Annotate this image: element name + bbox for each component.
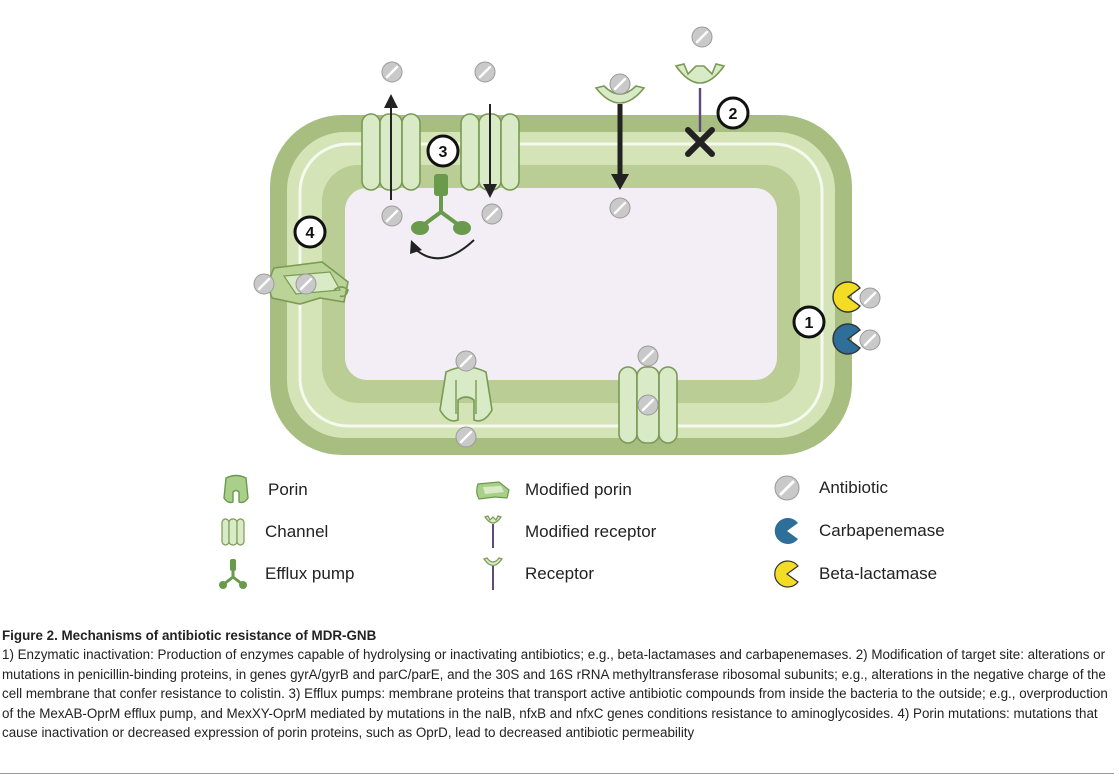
antibiotic-2 [473, 60, 497, 84]
caption-body: 1) Enzymatic inactivation: Production of… [2, 647, 1108, 741]
legend-modified-porin-label: Modified porin [525, 480, 632, 499]
legend-channel: Channel [215, 514, 328, 550]
legend: Porin Channel Efflux pump Modified porin [0, 470, 1119, 620]
carbapenemase-icon [774, 518, 798, 544]
antibiotic-13 [636, 393, 660, 417]
antibiotic-4 [480, 202, 504, 226]
bacterial-cell [270, 115, 852, 455]
antibiotic-8 [252, 272, 276, 296]
antibiotic-15 [858, 328, 882, 352]
caption-title: Figure 2. Mechanisms of antibiotic resis… [2, 628, 377, 643]
carbapenemase-enzyme [832, 323, 861, 355]
receptor-icon [483, 557, 503, 590]
antibiotic-6 [608, 196, 632, 220]
cytoplasm [345, 188, 777, 380]
beta-lactamase-icon [774, 560, 799, 588]
efflux-pump [410, 174, 475, 260]
modified-receptor-icon [484, 515, 502, 548]
legend-beta-lactamase: Beta-lactamase [769, 556, 937, 592]
legend-beta-lactamase-label: Beta-lactamase [819, 564, 938, 583]
antibiotic-9 [294, 272, 318, 296]
legend-porin-label: Porin [268, 480, 308, 499]
marker-1: 1 [792, 305, 826, 339]
porin [439, 366, 493, 422]
legend-modified-receptor: Modified receptor [475, 514, 656, 550]
antibiotic-5 [608, 72, 632, 96]
svg-text:2: 2 [729, 106, 738, 123]
legend-efflux-pump-label: Efflux pump [265, 564, 355, 583]
caption-rule [0, 773, 1114, 774]
modified-porin-icon [476, 481, 510, 500]
beta-lactamase-enzyme [832, 281, 861, 313]
antibiotic-12 [636, 344, 660, 368]
antibiotic-1 [380, 60, 404, 84]
legend-receptor: Receptor [475, 556, 594, 592]
receptor [594, 85, 646, 190]
legend-porin: Porin [218, 472, 308, 508]
antibiotic-14 [858, 286, 882, 310]
marker-2: 2 [716, 96, 750, 130]
legend-modified-receptor-label: Modified receptor [525, 522, 657, 541]
legend-channel-label: Channel [265, 522, 329, 541]
svg-text:3: 3 [439, 144, 448, 161]
figure-caption: Figure 2. Mechanisms of antibiotic resis… [2, 626, 1114, 742]
resistance-mechanisms-diagram: 1 2 3 4 [252, 25, 882, 455]
legend-carbapenemase: Carbapenemase [769, 513, 945, 549]
antibiotic-icon [774, 475, 800, 501]
legend-receptor-label: Receptor [525, 564, 594, 583]
influx-channel [460, 104, 520, 198]
legend-efflux-pump: Efflux pump [215, 556, 354, 592]
svg-text:1: 1 [805, 315, 814, 332]
legend-modified-porin: Modified porin [475, 472, 632, 508]
efflux-channel [361, 94, 421, 200]
marker-4: 4 [293, 215, 327, 249]
antibiotic-3 [380, 204, 404, 228]
marker-3: 3 [426, 134, 460, 168]
legend-carbapenemase-label: Carbapenemase [819, 521, 945, 540]
legend-antibiotic-label: Antibiotic [819, 478, 888, 497]
antibiotic-10 [454, 349, 478, 373]
efflux-pump-icon [219, 559, 247, 589]
antibiotic-7 [690, 25, 714, 49]
legend-antibiotic: Antibiotic [769, 470, 888, 506]
porin-icon [223, 474, 249, 504]
svg-text:4: 4 [306, 225, 315, 242]
channel-icon [221, 518, 245, 546]
antibiotic-11 [454, 425, 478, 449]
modified-receptor [674, 63, 726, 157]
